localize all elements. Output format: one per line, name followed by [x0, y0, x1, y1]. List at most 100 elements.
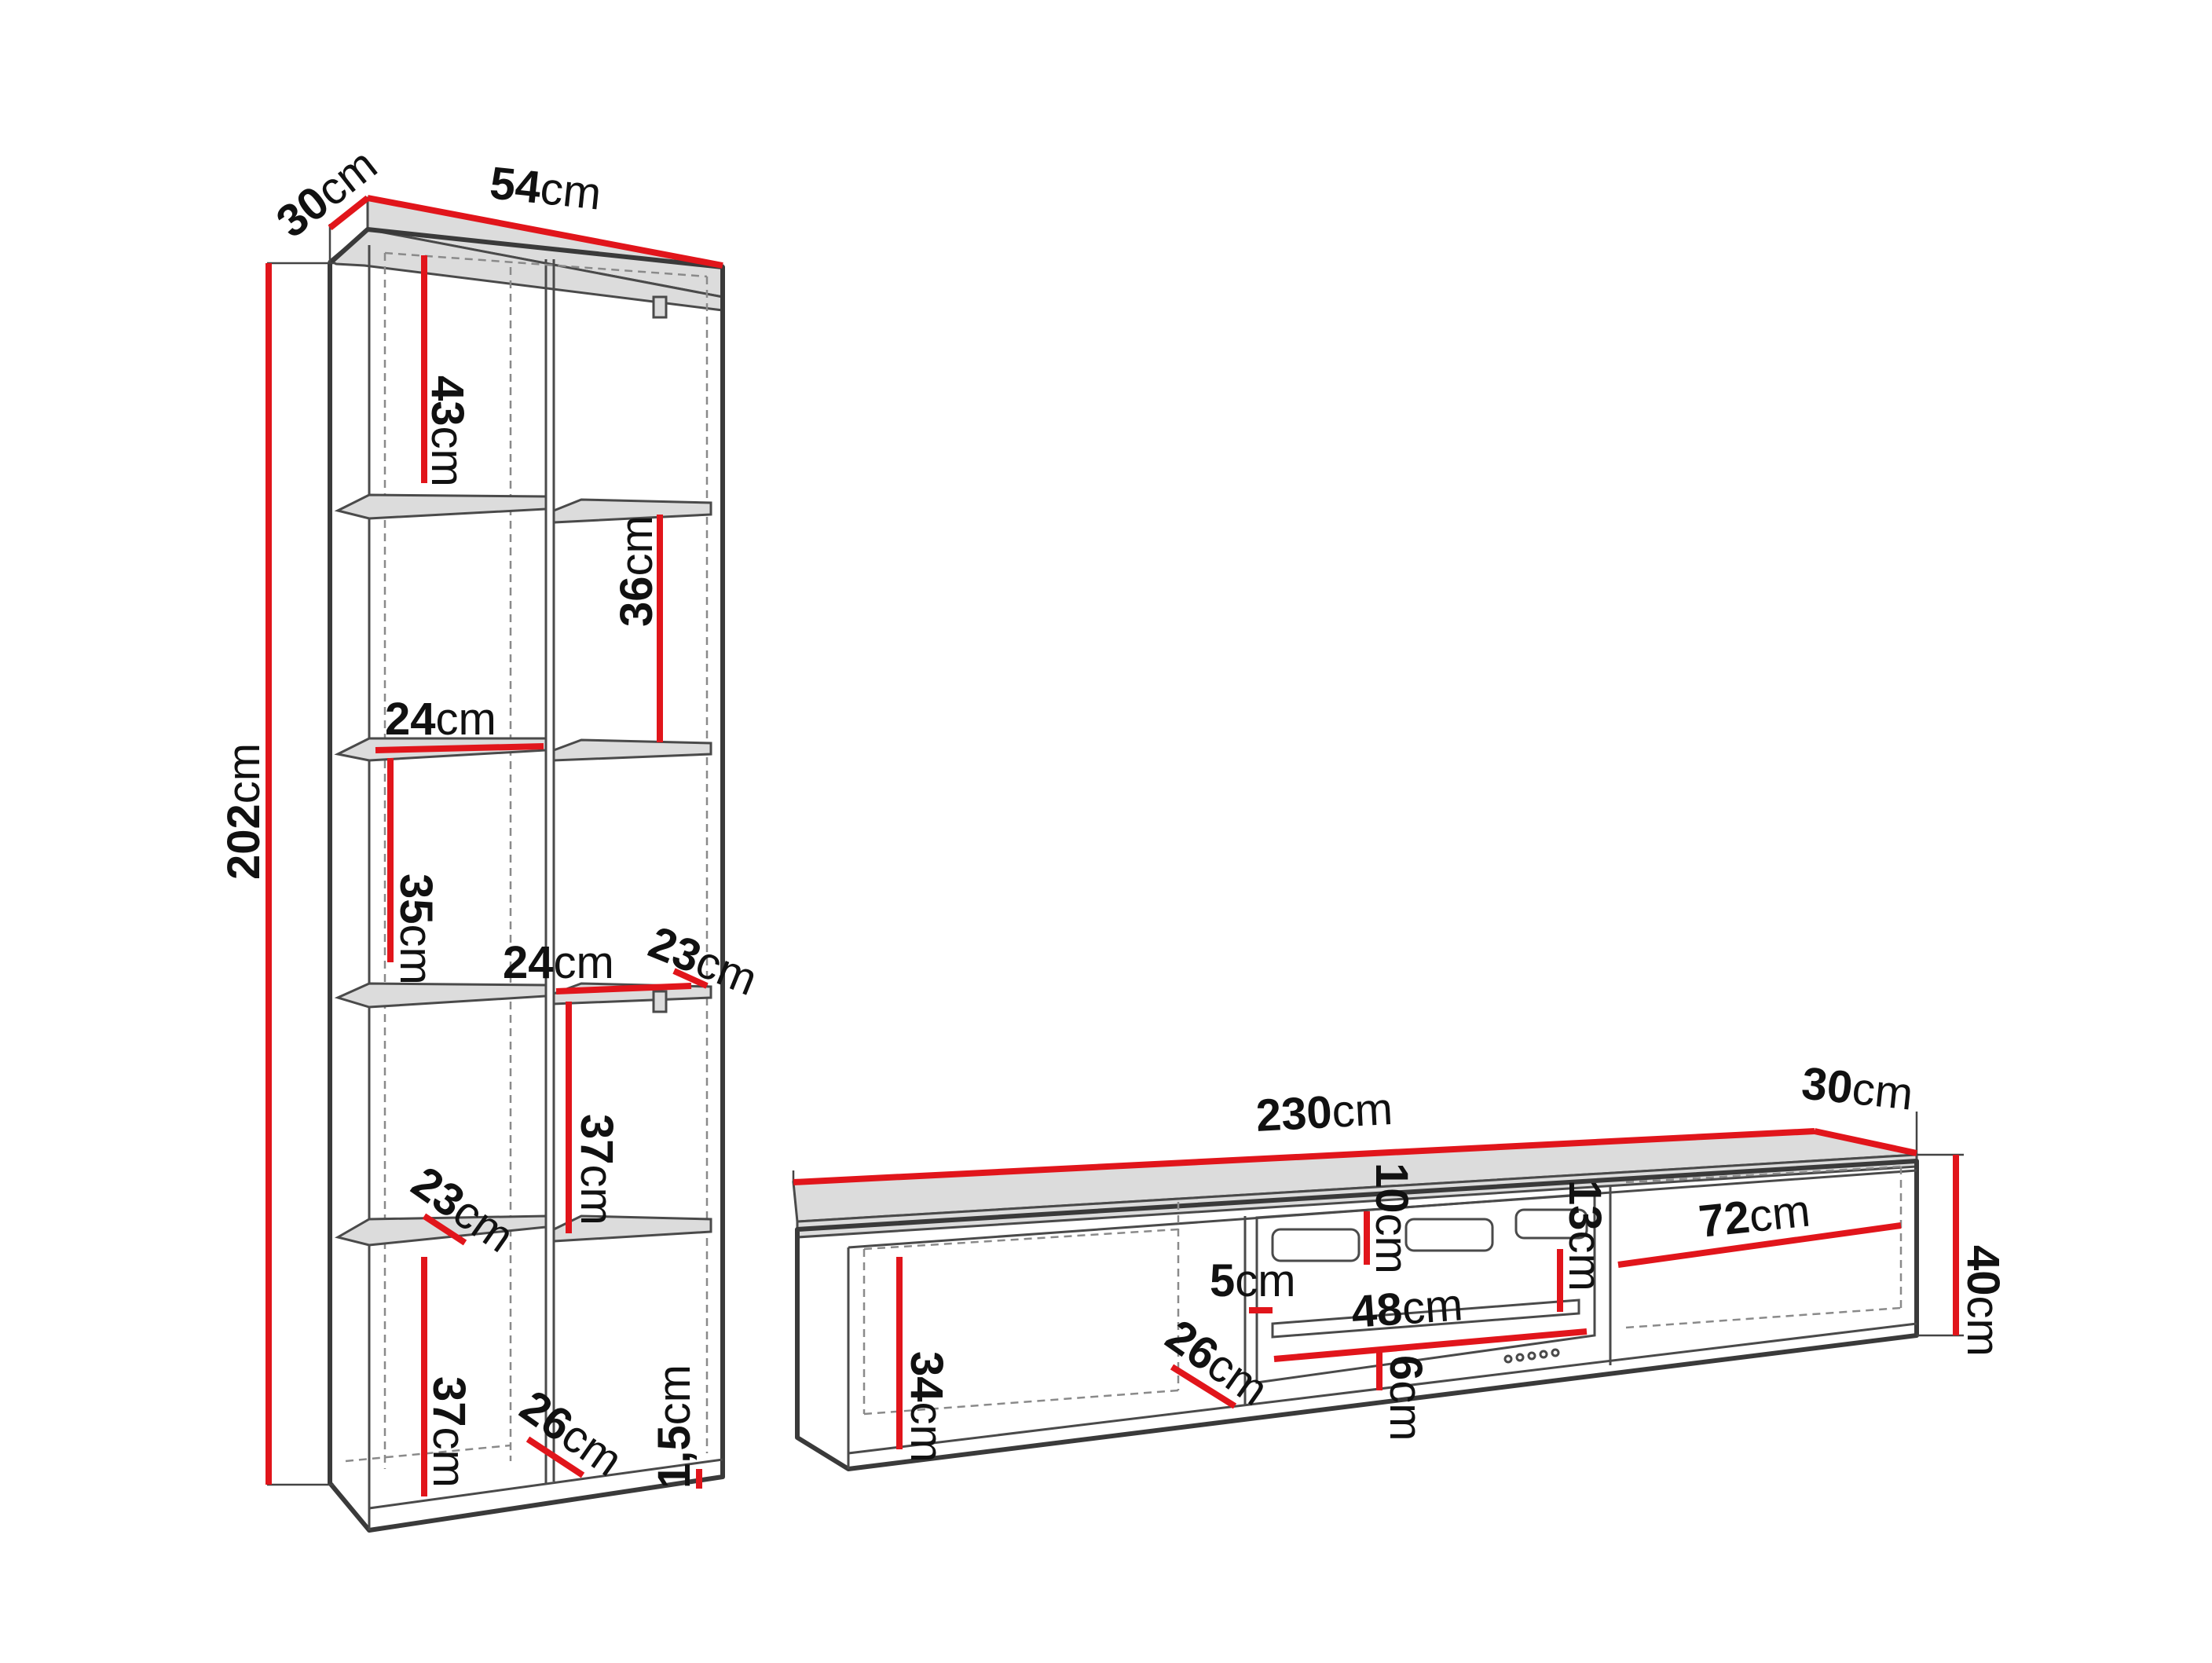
tv-stand-right-opening-label-unit: cm	[1559, 1231, 1610, 1291]
tv-stand-control-dots	[1503, 1348, 1560, 1364]
bookcase-height-label-value: 202	[218, 804, 269, 880]
bookcase-hinge-top	[652, 295, 668, 319]
tv-stand-right-hidden-back	[1625, 1165, 1902, 1184]
bookcase-left-bottom-label-value: 37	[423, 1376, 474, 1427]
tv-stand-width-label: 230cm	[1254, 1083, 1393, 1141]
bookcase	[267, 196, 725, 1533]
dimension-lines	[266, 195, 1959, 1496]
tv-stand-gap-label: 5cm	[1210, 1255, 1296, 1306]
bookcase-left-top-label: 43cm	[422, 375, 473, 487]
tv-stand-right-width-line	[1617, 1222, 1902, 1268]
tv-stand	[792, 1112, 1964, 1471]
tv-stand-center-width-line	[1273, 1328, 1588, 1362]
bookcase-plinth-label: 1,5cm	[649, 1364, 700, 1489]
tv-stand-left-hidden-back	[863, 1228, 1179, 1251]
tv-stand-outline	[795, 1159, 1919, 1471]
bookcase-right-fourth-label: 37cm	[571, 1114, 622, 1225]
tv-stand-width-line	[793, 1128, 1815, 1185]
bookcase-left-top-label-unit: cm	[422, 427, 473, 487]
tv-stand-right-width-label-unit: cm	[1747, 1185, 1813, 1242]
tv-stand-center-width-label-unit: cm	[1401, 1279, 1465, 1334]
bookcase-left-shelf-depth-label: 23cm	[403, 1156, 523, 1262]
tv-stand-center-bottom-label-value: 6	[1380, 1355, 1431, 1380]
bookcase-right-width-label-value: 24	[503, 937, 554, 988]
bookcase-right-shelf-1	[552, 498, 712, 524]
tv-stand-gap-label-value: 5	[1210, 1255, 1235, 1306]
tv-stand-center-shelf	[1271, 1299, 1580, 1339]
bookcase-right-width-label-unit: cm	[554, 937, 614, 988]
bookcase-left-shelf-depth-line	[422, 1213, 467, 1246]
bookcase-left-width-line	[375, 743, 544, 753]
tv-stand-width-label-value: 230	[1254, 1086, 1333, 1141]
tv-stand-center-width-label: 48cm	[1350, 1279, 1464, 1338]
tv-stand-center-niche	[1255, 1192, 1596, 1384]
tv-stand-right-hidden-floor	[1625, 1306, 1902, 1329]
bookcase-plinth-label-value: 1,5	[649, 1425, 700, 1489]
tv-stand-right-opening-label: 13cm	[1559, 1180, 1610, 1291]
tv-stand-slot-2	[1404, 1218, 1494, 1252]
bookcase-left-middle-label-unit: cm	[390, 925, 441, 985]
bookcase-right-shelf-4	[552, 1214, 712, 1243]
bookcase-right-shelf-2	[552, 738, 712, 762]
bookcase-right-second-label-value: 36	[611, 576, 662, 627]
tv-stand-left-depth-line	[1170, 1364, 1237, 1409]
bookcase-left-width-label-unit: cm	[436, 694, 496, 745]
bookcase-depth-line	[328, 195, 370, 231]
bookcase-right-fourth-label-unit: cm	[571, 1165, 622, 1225]
bookcase-plinth-label-unit: cm	[649, 1364, 700, 1425]
bookcase-height-label: 202cm	[218, 743, 269, 880]
tv-stand-right-width-label-value: 72	[1697, 1192, 1752, 1247]
bookcase-right-second-label: 36cm	[611, 515, 662, 627]
bookcase-right-fourth-label-value: 37	[571, 1114, 622, 1165]
tv-stand-right-opening-label-value: 13	[1559, 1180, 1610, 1231]
bookcase-left-bottom-label-unit: cm	[423, 1427, 474, 1488]
tv-stand-height-label-value: 40	[1957, 1245, 2009, 1296]
tv-stand-depth-label-unit: cm	[1850, 1063, 1916, 1120]
bookcase-left-middle-label-value: 35	[390, 874, 441, 925]
bookcase-left-middle-label: 35cm	[390, 874, 441, 985]
tv-stand-height-label: 40cm	[1957, 1245, 2009, 1357]
bookcase-right-width-line	[555, 983, 692, 995]
tv-stand-slot-3	[1514, 1208, 1588, 1240]
bookcase-left-shelf-3	[334, 982, 548, 1009]
bookcase-width-label: 54cm	[488, 157, 604, 219]
tv-stand-left-height-label-unit: cm	[901, 1402, 952, 1463]
tv-stand-gap-label-unit: cm	[1235, 1255, 1295, 1306]
tv-stand-left-height-label-value: 34	[901, 1351, 952, 1402]
tv-stand-top-opening-label-unit: cm	[1366, 1214, 1417, 1274]
tv-stand-slot-1	[1271, 1228, 1361, 1262]
tv-stand-left-height-label: 34cm	[901, 1351, 952, 1463]
bookcase-right-depth-line	[672, 968, 709, 989]
bookcase-width-label-unit: cm	[538, 163, 604, 220]
bookcase-left-width-label-value: 24	[385, 694, 436, 745]
bookcase-left-shelf-1	[334, 493, 548, 520]
bookcase-left-bottom-label: 37cm	[423, 1376, 474, 1488]
tv-stand-top-opening-label: 10cm	[1366, 1163, 1417, 1274]
tv-stand-depth-line	[1814, 1128, 1917, 1156]
tv-stand-center-bottom-label-unit: cm	[1380, 1380, 1431, 1441]
bookcase-height-label-unit: cm	[218, 743, 269, 804]
tv-stand-center-width-label-value: 48	[1350, 1284, 1404, 1338]
tv-stand-top-opening-label-value: 10	[1366, 1163, 1417, 1214]
bookcase-right-width-label: 24cm	[503, 937, 614, 988]
tv-stand-width-label-unit: cm	[1331, 1083, 1394, 1137]
tv-stand-center-bottom-label: 6cm	[1380, 1355, 1431, 1441]
bookcase-width-label-value: 54	[488, 157, 544, 213]
bookcase-hidden-bottom	[345, 1444, 511, 1463]
bookcase-outline	[328, 227, 725, 1533]
bookcase-plinth	[368, 1458, 723, 1510]
bookcase-hidden-top	[384, 251, 708, 278]
tv-stand-depth-label-value: 30	[1800, 1057, 1855, 1113]
tv-stand-left-depth-label: 26cm	[1157, 1310, 1277, 1416]
bookcase-hinge-bottom	[652, 990, 668, 1013]
bookcase-bottom-depth-line	[526, 1436, 585, 1478]
bookcase-left-top-label-value: 43	[422, 375, 473, 427]
bookcase-right-second-label-unit: cm	[611, 515, 662, 576]
tv-stand-height-label-unit: cm	[1957, 1296, 2009, 1357]
bookcase-left-width-label: 24cm	[385, 694, 496, 745]
tv-stand-right-width-label: 72cm	[1697, 1185, 1813, 1247]
tv-stand-depth-label: 30cm	[1800, 1057, 1916, 1119]
